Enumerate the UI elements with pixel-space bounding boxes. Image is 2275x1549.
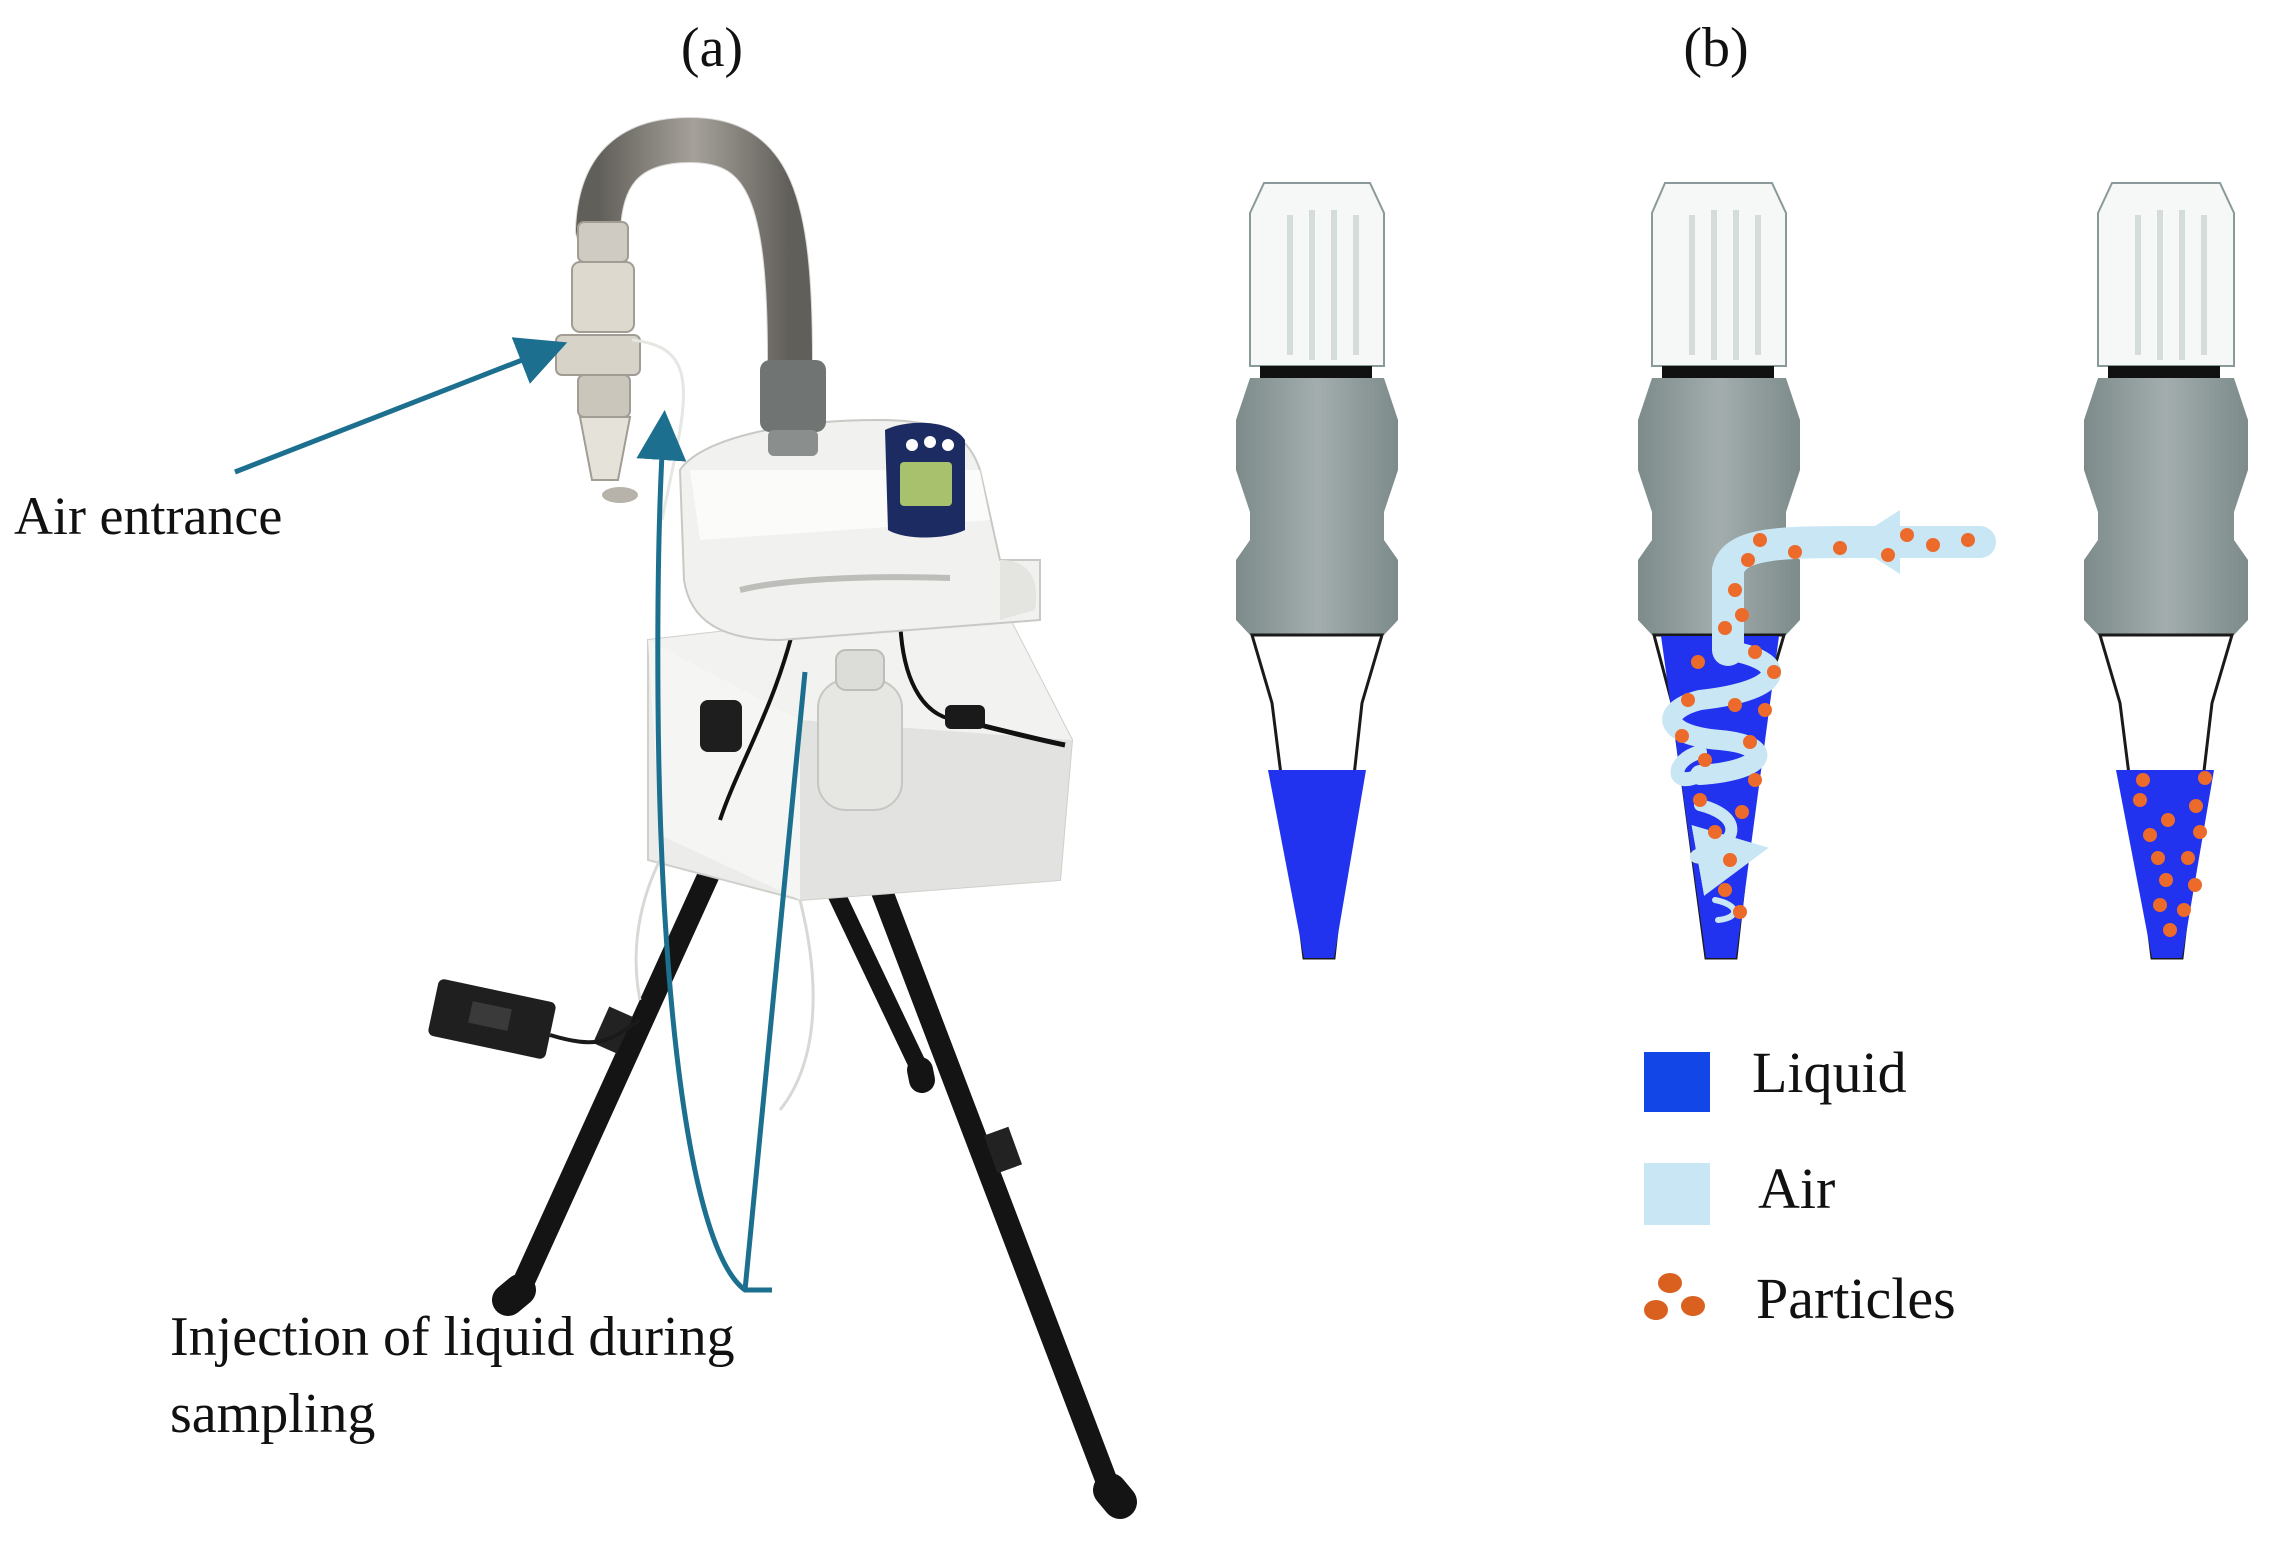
tube-2-sampling bbox=[1638, 182, 1996, 960]
power-adapter bbox=[428, 979, 642, 1059]
legend-liquid-label: Liquid bbox=[1752, 1040, 1907, 1105]
legend-air-label: Air bbox=[1758, 1156, 1835, 1221]
panel-a: (a) bbox=[14, 17, 1137, 1519]
injection-arrow-return bbox=[742, 671, 808, 1291]
control-panel bbox=[885, 422, 965, 538]
legend: Liquid Air Particles bbox=[1644, 1040, 1956, 1331]
injection-arrow bbox=[636, 410, 772, 1293]
legend-air-swatch bbox=[1644, 1163, 1710, 1225]
injection-label-line1: Injection of liquid during bbox=[170, 1306, 735, 1368]
tube-3-particles-captured bbox=[2084, 182, 2248, 960]
sampler-device-photo bbox=[428, 116, 1137, 1519]
tube-1-liquid-only bbox=[1236, 182, 1398, 960]
panel-b-label: (b) bbox=[1683, 17, 1748, 79]
air-entrance-arrow bbox=[234, 337, 568, 475]
tube-2-liquid bbox=[1661, 636, 1779, 958]
injection-label-line2: sampling bbox=[170, 1383, 375, 1445]
liquid-bottle bbox=[817, 649, 903, 811]
tube-1-body bbox=[1236, 378, 1398, 635]
tube-2-cap bbox=[1651, 182, 1787, 367]
platform-box bbox=[634, 598, 1074, 1111]
air-entrance-label: Air entrance bbox=[14, 486, 282, 546]
gooseneck-hose bbox=[575, 116, 826, 456]
panel-a-label: (a) bbox=[681, 17, 743, 79]
panel-b: (b) bbox=[1236, 17, 2248, 1331]
legend-particles-label: Particles bbox=[1756, 1266, 1956, 1331]
tripod bbox=[492, 839, 1137, 1519]
tube-2-body bbox=[1638, 378, 1800, 635]
cyclone-head bbox=[555, 221, 685, 521]
legend-liquid-swatch bbox=[1644, 1052, 1710, 1112]
tube-1-liquid bbox=[1268, 770, 1366, 958]
pump-housing bbox=[678, 418, 1041, 642]
tube-3-body bbox=[2084, 378, 2248, 635]
tube-1-cap bbox=[1249, 182, 1385, 367]
tube-3-cap bbox=[2097, 182, 2235, 367]
legend-particles-swatch bbox=[1644, 1273, 1705, 1320]
tube-3-particles bbox=[2133, 771, 2212, 937]
tube-2-particles bbox=[1675, 528, 1975, 919]
